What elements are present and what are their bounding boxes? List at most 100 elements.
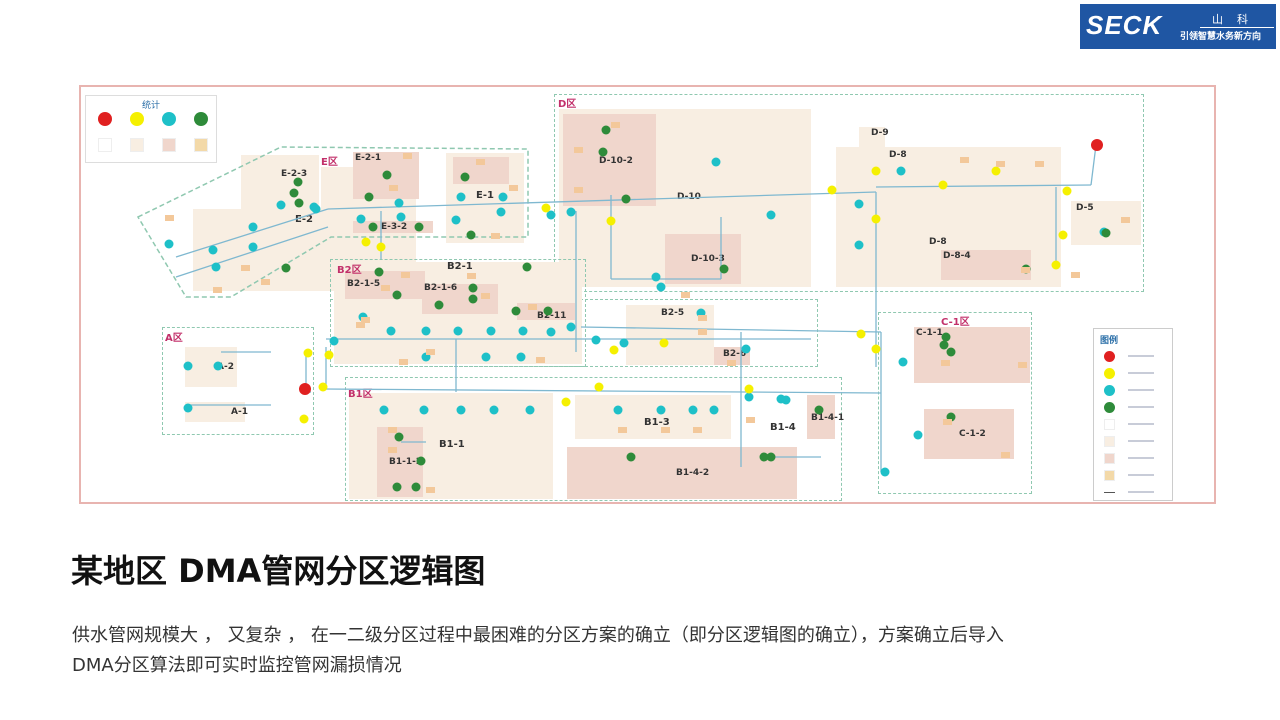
level2-meter-node (456, 405, 466, 415)
level2-meter-node (709, 405, 719, 415)
area-a2 (185, 347, 237, 387)
level2-meter-node (394, 198, 404, 208)
level3-meter-node (814, 405, 824, 415)
level2-meter-node (248, 242, 258, 252)
area-d10-3-label: D-10-3 (691, 254, 725, 264)
level3-meter-node (601, 125, 611, 135)
meter-tag (661, 427, 670, 433)
legend-box-swatch (1104, 453, 1115, 464)
pipe-line (580, 326, 882, 333)
legend-box-swatch (1104, 470, 1115, 481)
level2-meter-node (486, 326, 496, 336)
level2-meter-node (546, 327, 556, 337)
zone-e (136, 146, 529, 298)
level2-meter-node (711, 157, 721, 167)
level2-meter-node (496, 207, 506, 217)
level2-meter-node (913, 430, 923, 440)
legend-text-bar (1128, 457, 1154, 459)
logo-slogan: 引领智慧水务新方向 (1180, 32, 1262, 42)
pipe-line (1090, 144, 1097, 186)
level3-meter-node (522, 262, 532, 272)
level2-meter-node (566, 207, 576, 217)
level1-meter-node (318, 382, 328, 392)
meter-tag (481, 293, 490, 299)
area-d8-label: D-8 (889, 150, 907, 160)
area-d10-3 (665, 234, 741, 284)
meter-tag (509, 185, 518, 191)
meter-tag (618, 427, 627, 433)
level1-meter-node (561, 397, 571, 407)
meter-tag (1121, 217, 1130, 223)
meter-tag (426, 487, 435, 493)
area-d8-main-label: D-8 (929, 237, 947, 247)
level3-meter-node (719, 264, 729, 274)
meter-tag (165, 215, 174, 221)
legend-text-bar (1128, 440, 1154, 442)
meter-tag (241, 265, 250, 271)
level1-meter-node (299, 414, 309, 424)
pipe-line (175, 208, 329, 258)
level1-meter-node (871, 214, 881, 224)
level3-meter-node (414, 222, 424, 232)
zone-b1-label: B1区 (348, 389, 373, 400)
source-node (1091, 139, 1103, 151)
level2-meter-node (248, 222, 258, 232)
level2-meter-node (566, 322, 576, 332)
legend-box-swatch (1104, 436, 1115, 447)
meter-tag (401, 272, 410, 278)
level3-meter-node (621, 194, 631, 204)
stats-area-swatch (130, 138, 144, 152)
level3-meter-node (392, 290, 402, 300)
meter-tag (356, 322, 365, 328)
meter-tag (693, 427, 702, 433)
level2-meter-node (421, 326, 431, 336)
level3-meter-node (293, 177, 303, 187)
area-b2-6-label: B2-6 (723, 349, 747, 359)
level1-meter-node (827, 185, 837, 195)
level2-meter-node (396, 212, 406, 222)
area-a2-label: A-2 (217, 362, 234, 372)
legend-panel: 图例 (1093, 328, 1173, 501)
stats-source-circle (98, 112, 112, 126)
area-a1 (185, 402, 245, 422)
legend-circle-swatch (1104, 385, 1115, 396)
area-c1-1-label: C-1-1 (916, 328, 943, 338)
meter-tag (528, 304, 537, 310)
level1-meter-node (991, 166, 1001, 176)
level3-meter-node (759, 452, 769, 462)
source-node (299, 383, 311, 395)
level2-meter-node (311, 204, 321, 214)
logo-brand: SECK (1086, 10, 1163, 40)
meter-tag (426, 349, 435, 355)
level2-meter-node (741, 344, 751, 354)
level2-meter-node (451, 215, 461, 225)
level2-meter-node (276, 200, 286, 210)
meter-tag (361, 317, 370, 323)
meter-tag (476, 159, 485, 165)
level2-meter-node (766, 210, 776, 220)
level3-meter-node (939, 340, 949, 350)
stats-level2-meter-circle (162, 112, 176, 126)
meter-tag (698, 329, 707, 335)
legend-title: 图例 (1100, 336, 1119, 346)
level2-meter-node (211, 262, 221, 272)
zone-d-label: D区 (558, 99, 577, 110)
level1-meter-node (659, 338, 669, 348)
area-d5-label: D-5 (1076, 203, 1094, 213)
dma-logic-diagram: D区 D-10 D-10-2 D-10-3 D-9 D-8 D-8 D-8-4 … (79, 85, 1216, 504)
stats-level1-meter-circle (130, 112, 144, 126)
meter-tag (574, 147, 583, 153)
legend-line-swatch (1104, 492, 1115, 493)
meter-tag (1071, 272, 1080, 278)
area-b2-5-label: B2-5 (661, 308, 685, 318)
description: 供水管网规模大 ， 又复杂 ， 在一二级分区过程中最困难的分区方案的确立（即分区… (72, 625, 1004, 676)
level2-meter-node (208, 245, 218, 255)
stats-area-swatch (98, 138, 112, 152)
meter-tag (381, 285, 390, 291)
level2-meter-node (183, 361, 193, 371)
seck-logo: SECK 山科 引领智慧水务新方向 (1080, 4, 1276, 49)
level2-meter-node (516, 352, 526, 362)
level2-meter-node (898, 357, 908, 367)
legend-text-bar (1128, 355, 1154, 357)
meter-tag (941, 360, 950, 366)
